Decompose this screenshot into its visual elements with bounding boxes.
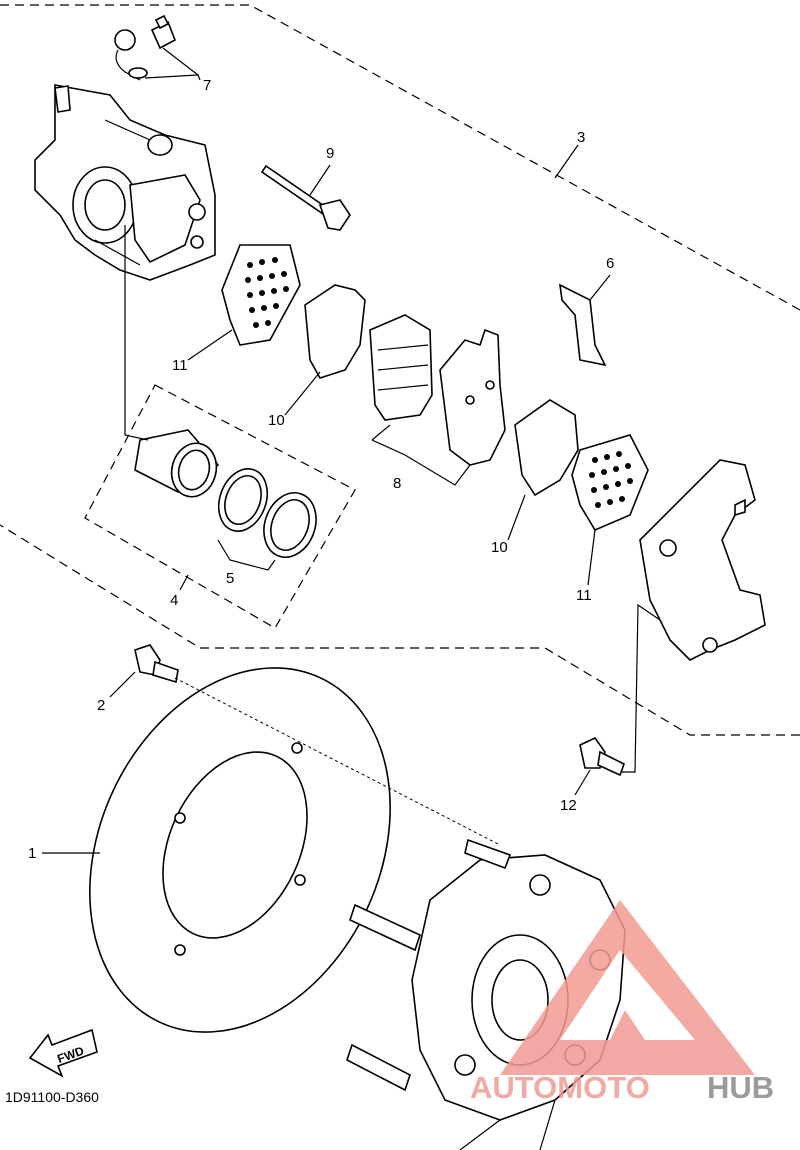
bracket-bolt (579, 736, 625, 777)
pad-backing-right (514, 399, 579, 497)
callout-2: 2 (97, 697, 105, 714)
callout-12-leader (574, 769, 591, 796)
bolt-axis-line (174, 677, 501, 846)
callout-3: 3 (577, 129, 585, 146)
callout-11a: 11 (172, 357, 188, 374)
brake-pad-right (439, 328, 506, 466)
callout-10a-leader (284, 371, 321, 416)
caliper-assembly-outline (0, 4, 800, 736)
pad-shim-right (571, 434, 649, 532)
caliper-bracket (639, 459, 766, 661)
bracket-bolt-guide (622, 603, 661, 773)
pad-backing-left (304, 284, 366, 379)
watermark-text-hub: HUB (707, 1070, 774, 1105)
watermark-logo: AUTOMOTO HUB (470, 900, 774, 1105)
watermark-text-main: AUTOMOTO (470, 1070, 650, 1105)
callout-7: 7 (203, 77, 211, 94)
callout-4-leader (179, 574, 189, 591)
callout-9-leader (309, 164, 331, 196)
pad-shim-left (221, 244, 301, 346)
callout-10b-leader (507, 494, 526, 541)
watermark-triangle-icon (500, 900, 755, 1075)
brake-pad-left (369, 314, 433, 421)
caliper-pin (260, 164, 351, 231)
callout-8: 8 (393, 475, 401, 492)
callout-10b: 10 (491, 539, 508, 556)
callout-6-leader (589, 274, 611, 301)
callout-4: 4 (170, 592, 178, 609)
callout-11b: 11 (576, 587, 592, 604)
callout-5: 5 (226, 570, 234, 587)
piston-seals (217, 468, 317, 558)
callout-11a-leader (187, 329, 233, 361)
piston-guide-line (124, 225, 149, 441)
bleed-screw (114, 14, 177, 81)
caliper-piston (134, 429, 220, 498)
piston-kit-outline (84, 384, 356, 629)
disc-bolt (134, 644, 179, 684)
brake-disc (89, 667, 391, 1033)
callout-6: 6 (606, 255, 614, 272)
callout-1: 1 (28, 845, 36, 862)
callout-5-leader (217, 539, 276, 571)
callout-9: 9 (326, 145, 334, 162)
callout-11b-leader (587, 529, 596, 586)
callout-10a: 10 (268, 412, 285, 429)
callout-8-leader (371, 424, 471, 486)
callout-12: 12 (560, 797, 577, 814)
callout-7-leader (144, 47, 201, 81)
fwd-arrow-icon: FWD (28, 1028, 98, 1078)
callout-2-leader (109, 671, 136, 698)
callout-3-leader (554, 144, 579, 179)
pad-spring (559, 283, 607, 367)
caliper-body (34, 84, 216, 281)
diagram-code: 1D91100-D360 (5, 1089, 99, 1105)
